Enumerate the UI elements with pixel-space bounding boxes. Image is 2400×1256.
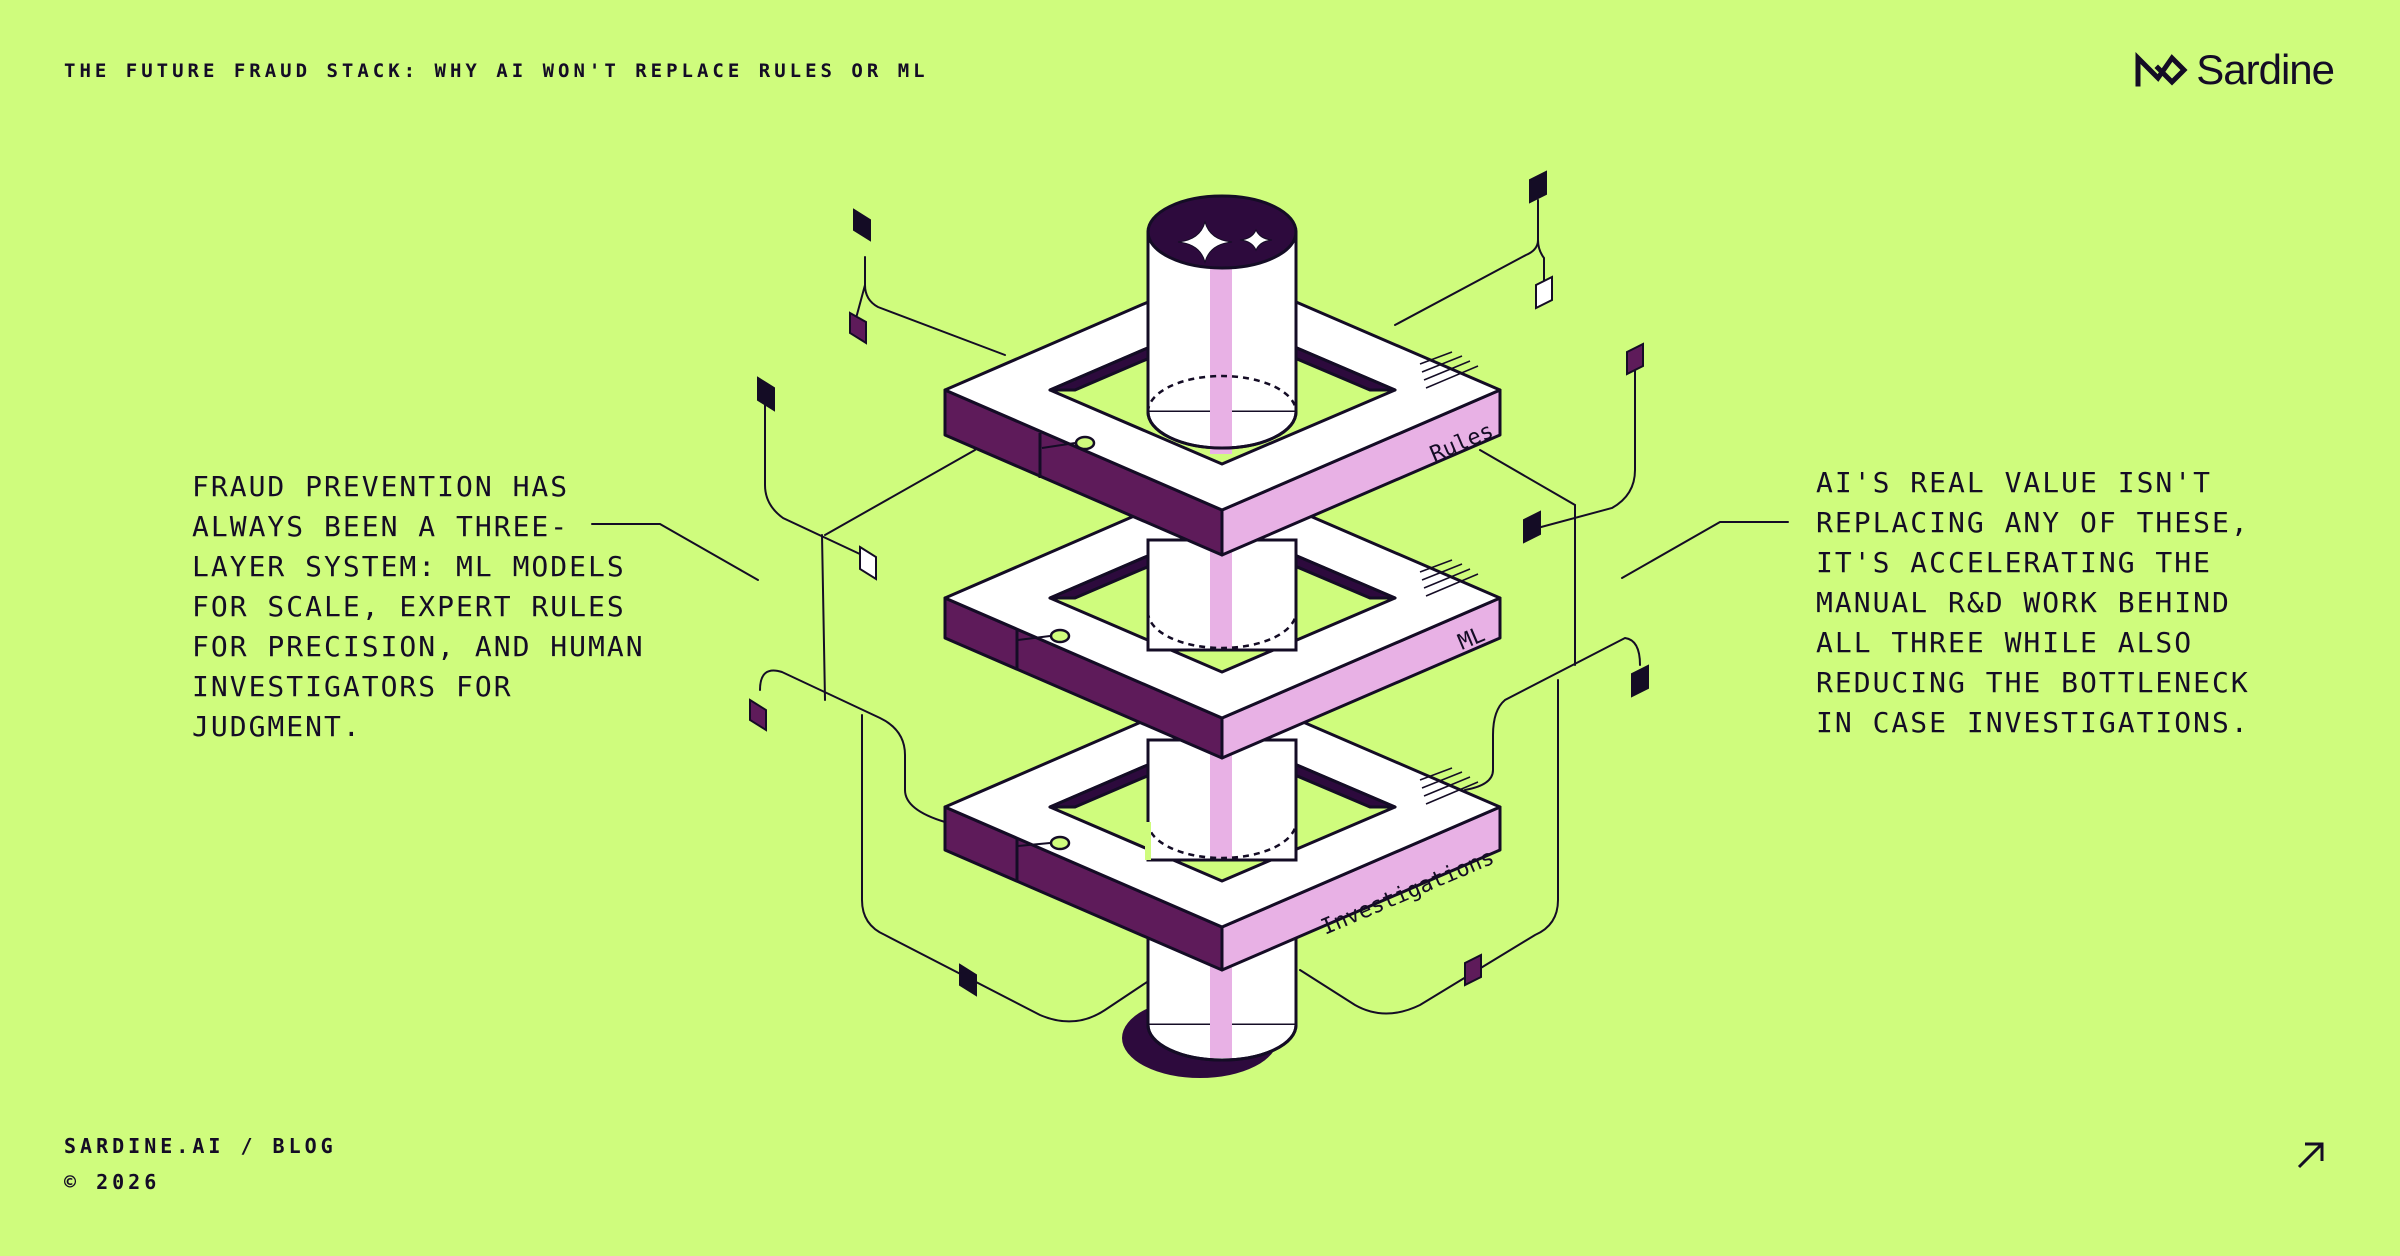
connector-lines — [591, 199, 1789, 1023]
insight-text: AI'S REAL VALUE ISN'T REPLACING ANY OF T… — [1816, 466, 2250, 739]
intro-text: FRAUD PREVENTION HAS ALWAYS BEEN A THREE… — [192, 470, 645, 743]
cylinder-middle-lower — [1145, 738, 1298, 862]
sardine-logo[interactable]: Sardine — [2134, 46, 2335, 94]
footer-site-link[interactable]: SARDINE.AI / BLOG — [64, 1134, 337, 1158]
arrow-up-right-icon[interactable] — [2294, 1138, 2328, 1172]
footer-copyright: © 2026 — [64, 1170, 161, 1194]
page-title: THE FUTURE FRAUD STACK: WHY AI WON'T REP… — [64, 60, 929, 82]
cylinder-middle-upper — [1146, 538, 1298, 652]
sparkle-icon — [1177, 220, 1273, 264]
cylinder-top — [1146, 194, 1298, 454]
sardine-logo-icon — [2135, 51, 2188, 87]
diamond-markers — [749, 170, 1649, 997]
brand-name: Sardine — [2196, 46, 2335, 93]
